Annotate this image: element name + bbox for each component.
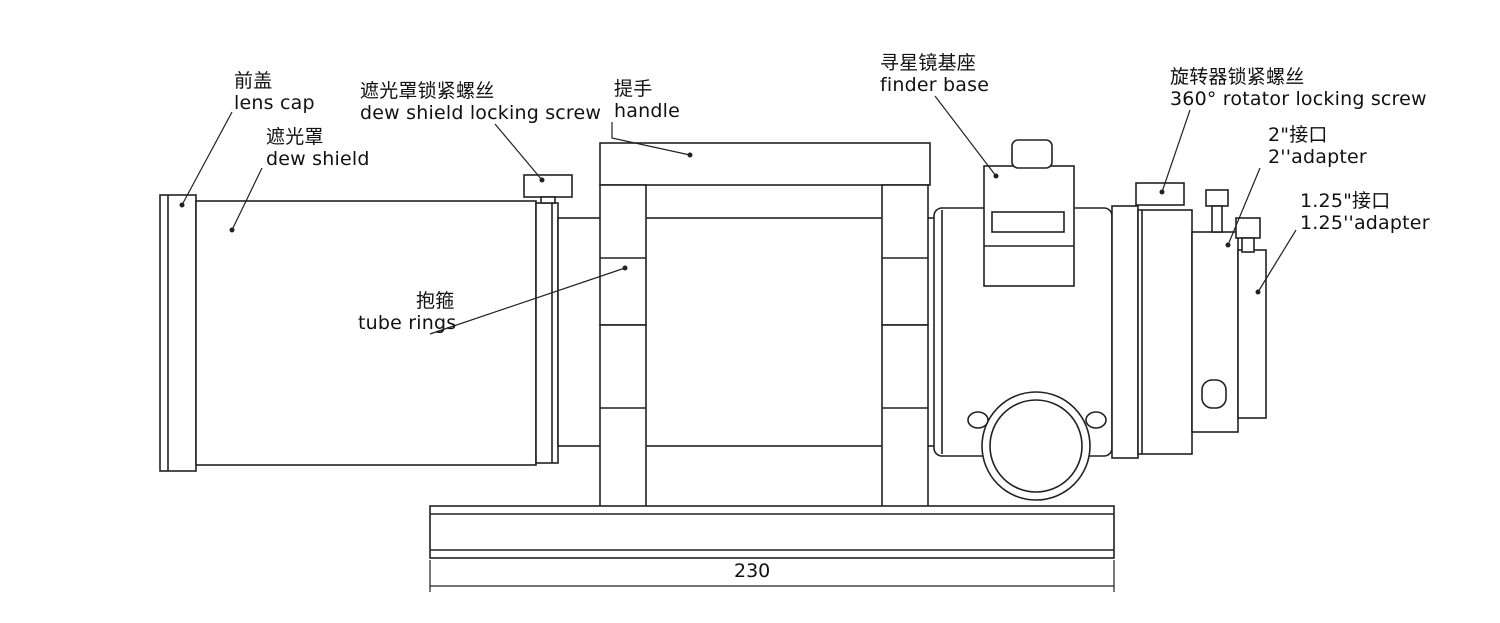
handle-zh: 提手: [614, 78, 653, 100]
adapter-125-en: 1.25''adapter: [1300, 212, 1430, 234]
dew-shield-en: dew shield: [266, 148, 370, 170]
finder-base-en: finder base: [880, 74, 990, 96]
rotator-screw-label: 旋转器锁紧螺丝 360° rotator locking screw: [1170, 66, 1427, 110]
lens-cap-label: 前盖 lens cap: [234, 70, 315, 114]
dew-shield-screw-zh: 遮光罩锁紧螺丝: [360, 80, 495, 102]
rotator-screw-shape: [1135, 182, 1185, 206]
dew-shield-label: 遮光罩 dew shield: [266, 126, 370, 170]
handle-label: 提手 handle: [614, 78, 680, 122]
adapter-125-shape: [1237, 249, 1267, 419]
tube-ring-left: [599, 184, 647, 326]
adapter-125-label: 1.25"接口 1.25''adapter: [1300, 190, 1430, 234]
adapter-2-en: 2''adapter: [1268, 146, 1367, 168]
dew-shield-screw-label: 遮光罩锁紧螺丝 dew shield locking screw: [360, 80, 601, 124]
dew-shield-zh: 遮光罩: [266, 126, 324, 148]
dew-shield-screw-en: dew shield locking screw: [360, 102, 602, 124]
lens-cap-shape: [159, 194, 197, 472]
adapter-2-zh: 2"接口: [1268, 124, 1328, 146]
tube-rings-label: 抱箍 tube rings: [358, 290, 456, 334]
dew-shield-shape: [195, 200, 537, 466]
handle-en: handle: [614, 100, 680, 122]
lens-cap-en: lens cap: [234, 92, 315, 114]
dimension-value: 230: [734, 560, 771, 582]
finder-base-label: 寻星镜基座 finder base: [880, 52, 989, 96]
lens-cap-zh: 前盖: [234, 70, 273, 92]
handle-shape: [599, 142, 931, 186]
adapter-2-label: 2"接口 2''adapter: [1268, 124, 1367, 168]
rotator-screw-en: 360° rotator locking screw: [1170, 88, 1427, 110]
finder-base-zh: 寻星镜基座: [880, 52, 977, 74]
tube-rings-zh: 抱箍: [416, 290, 455, 312]
tube-rings-en: tube rings: [358, 312, 457, 334]
dew-shield-screw-shape: [523, 174, 573, 198]
rotator-screw-zh: 旋转器锁紧螺丝: [1170, 66, 1305, 88]
adapter-125-zh: 1.25"接口: [1300, 190, 1391, 212]
tube-ring-right: [881, 184, 929, 326]
